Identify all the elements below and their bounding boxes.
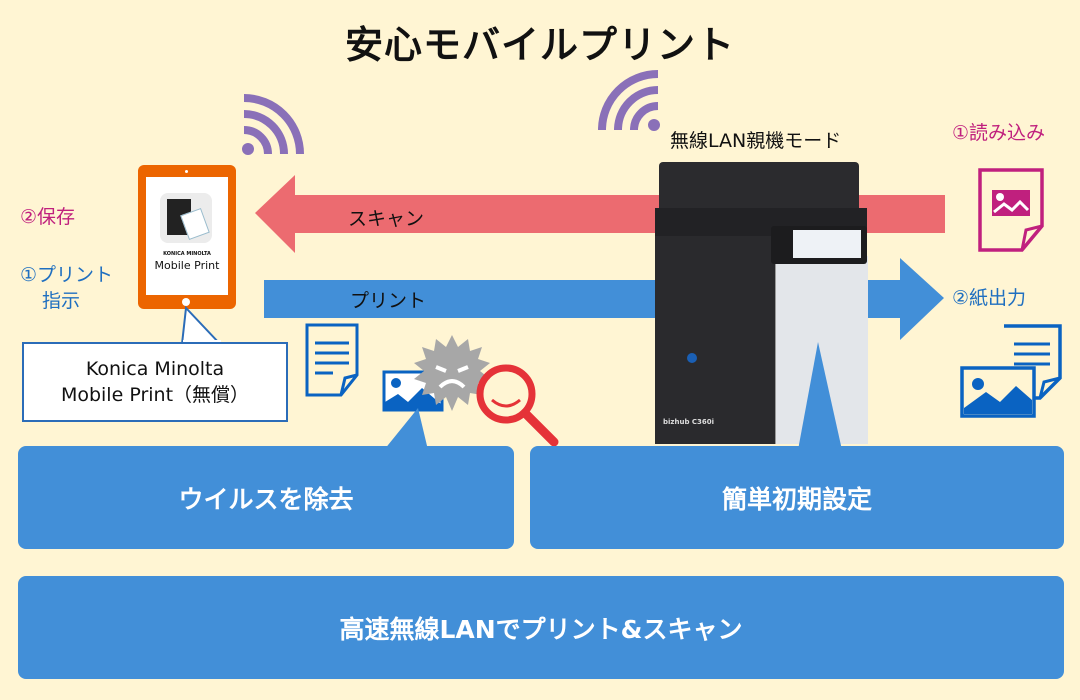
print-instruction-step-label: ①プリント — [20, 264, 114, 286]
callout-line-2: Mobile Print（無償） — [60, 384, 250, 406]
high-speed-wireless-box: 高速無線LANでプリント&スキャン — [18, 576, 1064, 679]
printed-output-icon — [960, 324, 1062, 418]
app-name: Mobile Print — [154, 259, 220, 272]
tablet-camera — [185, 170, 188, 173]
print-arrow-label: プリント — [350, 290, 427, 312]
printer-adf — [659, 162, 859, 208]
tablet-screen: KONICA MINOLTA Mobile Print — [146, 177, 228, 295]
app-icon[interactable] — [160, 193, 212, 243]
virus-removal-box: ウイルスを除去 — [18, 446, 514, 549]
print-arrow — [264, 258, 944, 340]
page-title: 安心モバイルプリント — [344, 23, 735, 67]
printer-touchscreen — [793, 230, 861, 258]
read-step-label: ①読み込み — [952, 122, 1046, 144]
app-document-glyph — [180, 208, 210, 240]
paper-output-step-label: ②紙出力 — [952, 287, 1027, 309]
magnifier-icon — [476, 364, 559, 447]
printer-image: bizhub C360i — [655, 160, 870, 446]
printer-body-left — [655, 236, 775, 444]
tablet-device: KONICA MINOLTA Mobile Print — [138, 165, 236, 309]
wifi-icon-left — [242, 94, 304, 155]
wireless-lan-mode-label: 無線LAN親機モード — [670, 130, 842, 152]
virus-removal-pointer — [384, 408, 428, 450]
printer-control-panel — [771, 226, 867, 264]
printer-logo — [687, 353, 697, 363]
callout-tail — [180, 305, 223, 346]
easy-setup-pointer — [798, 342, 842, 450]
save-step-label: ②保存 — [20, 206, 76, 228]
printer-model-label: bizhub C360i — [663, 418, 715, 426]
scanned-image-document-icon — [978, 168, 1044, 252]
virus-icon — [414, 335, 490, 411]
easy-setup-box: 簡単初期設定 — [530, 446, 1064, 549]
app-callout: Konica Minolta Mobile Print（無償） — [22, 342, 288, 422]
document-icon — [305, 323, 359, 397]
wifi-icon-center — [598, 70, 660, 131]
print-instruction-step-label-2: 指示 — [42, 290, 81, 312]
callout-line-1: Konica Minolta — [85, 358, 225, 380]
scan-arrow-label: スキャン — [348, 208, 425, 230]
scan-arrow — [255, 175, 945, 253]
app-brand: KONICA MINOLTA — [163, 251, 211, 257]
tablet-home-button — [182, 298, 190, 306]
